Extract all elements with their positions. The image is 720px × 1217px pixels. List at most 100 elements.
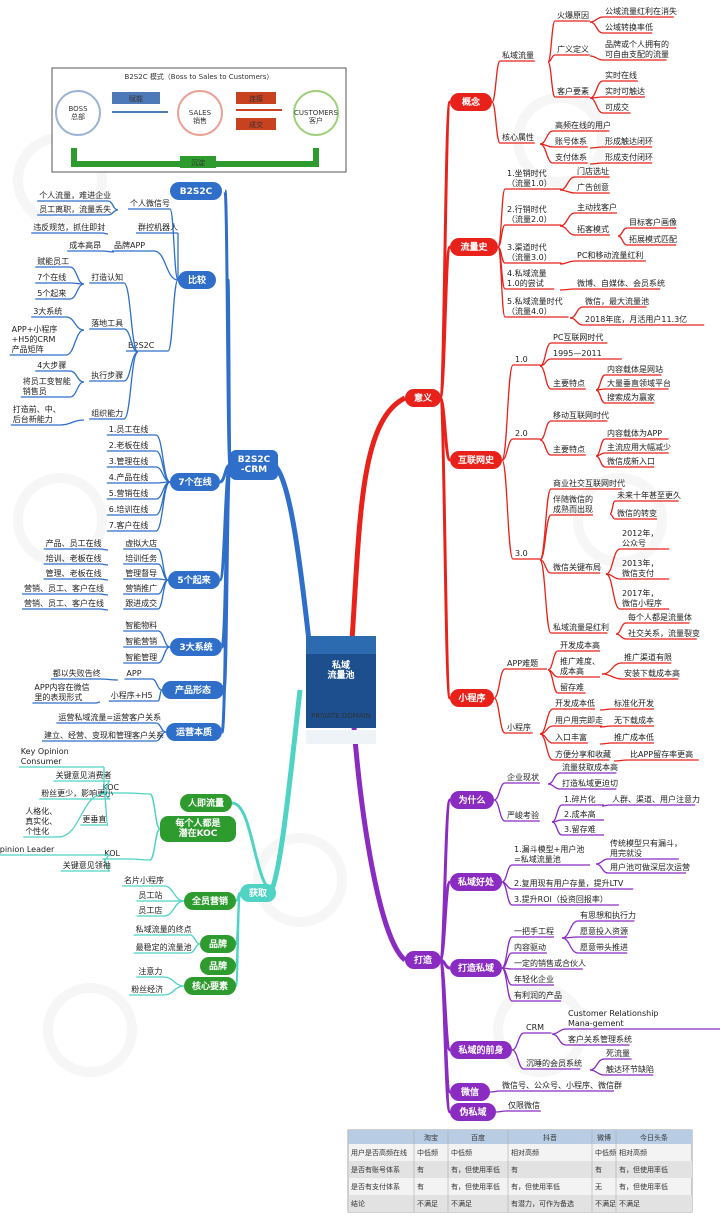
leaf: 可成交 [605, 102, 629, 112]
leaf: 3.留存难 [564, 824, 596, 834]
leaf: 2013年，微信支付 [622, 558, 658, 578]
branch-line [569, 306, 584, 319]
leaf: 无下载成本 [614, 715, 654, 725]
leaf: 培训、老板在线 [46, 553, 102, 563]
node-v2: 2.0 [515, 429, 528, 438]
branch-line [101, 232, 109, 235]
leaf: 跟进成交 [125, 598, 157, 608]
leaf: 都以失败告终 [53, 668, 101, 678]
node-v3: 3.0 [515, 549, 528, 558]
branch-line [99, 578, 109, 581]
leaf: 门店选址 [577, 166, 609, 176]
model-sales-circle [177, 90, 223, 136]
node-xingtai: 产品形态 [175, 684, 211, 696]
branch-line [569, 317, 584, 326]
node-era: 1.坐销时代（流量1.0） [507, 168, 552, 188]
table-header: 抖音 [543, 1133, 557, 1142]
table-cell: 是否有账号体系 [351, 1165, 400, 1174]
leaf: 用户用完即走 [555, 715, 603, 725]
leaf: 一定的销售或合伙人 [514, 958, 586, 968]
leaf: 2017年，微信小程序 [622, 588, 662, 608]
branch-line [501, 438, 514, 461]
branch-line [589, 146, 604, 149]
branch-line [539, 488, 552, 561]
leaf: Key Opinion Leader [0, 845, 55, 854]
leaf: 微信成新入口 [607, 456, 655, 466]
branch-line [605, 573, 621, 610]
leaf: 一把手工程 [514, 926, 554, 936]
branch-line [551, 1028, 567, 1035]
leaf: 安装下载成本高 [624, 668, 680, 678]
node-wei-pill [450, 1103, 496, 1121]
node-qige-pill [170, 473, 220, 491]
branch-line [123, 328, 139, 353]
node-pinpai1: 品牌 [209, 938, 227, 950]
branch-line [559, 189, 576, 194]
branch-line [589, 80, 604, 99]
branch-line [95, 701, 101, 704]
branch-line [589, 1069, 605, 1076]
table-cell: 无 [595, 1183, 602, 1191]
node-era: 5.私域流量时代（流量4.0） [507, 296, 563, 316]
branch-line [615, 633, 627, 640]
node-sanda: 3大系统 [179, 641, 212, 653]
branch-line [151, 678, 163, 691]
node-yunying-pill [166, 723, 222, 741]
leaf: 虚拟大店 [125, 538, 157, 548]
node-era: 2.行销时代（流量2.0） [507, 204, 552, 224]
table-cell: 中低频 [451, 1148, 472, 1157]
node-kehu: 客户要素 [557, 86, 589, 96]
trunk-blue [273, 464, 313, 651]
node-xcx-pill [450, 689, 494, 707]
branch-line [547, 783, 561, 790]
branch-line [491, 60, 501, 103]
leaf: 搜索成为赢家 [607, 392, 655, 402]
leaf: 营销、员工、客户在线 [24, 598, 104, 608]
leaf: 流量获取成本高 [562, 762, 618, 772]
leaf: 严峻考验 [507, 810, 539, 820]
node-guangyi: 广义定义 [557, 44, 589, 54]
table-cell: 有 [417, 1182, 424, 1191]
node-haochu-pill [450, 873, 502, 891]
leaf: 开发成本高 [560, 640, 600, 650]
leaf: 7个在线 [37, 272, 66, 282]
branch-line [547, 61, 556, 98]
leaf: 将员工变智能销售员 [23, 376, 71, 396]
leaf: 运营私域流量=运营客户关系 [58, 712, 161, 722]
leaf: 7.客户在线 [109, 520, 149, 530]
branch-line [438, 396, 452, 700]
leaf: 私域流量是红利 [553, 622, 609, 632]
leaf: 拓客模式 [577, 224, 609, 234]
leaf: PC互联网时代 [553, 332, 603, 342]
leaf: 比APP留存率更高 [630, 749, 693, 759]
table-cell: 有潜力，可作为备选 [511, 1199, 574, 1208]
leaf: 有思想和执行力 [580, 910, 636, 920]
leaf: 推广渠道有限 [624, 652, 672, 662]
node-weixin-pill [450, 1083, 490, 1101]
branch-line [231, 801, 277, 895]
branch-line [511, 1049, 525, 1070]
node-hexin-pill [184, 977, 236, 995]
leaf: 推广难度、成本高 [560, 656, 600, 676]
leaf: 智能物料 [125, 620, 157, 630]
branch-line [501, 364, 514, 461]
node-wei: 伪私域 [458, 1106, 486, 1118]
branch-line [123, 282, 139, 353]
node-koc-label: 每个人都是潜在KOC [175, 817, 221, 839]
branch-line [559, 225, 576, 236]
leaf: 营销、员工、客户在线 [24, 583, 104, 593]
node-weixin: 微信 [460, 1086, 479, 1098]
branch-line [595, 455, 606, 468]
leaf: 2.复用现有用户存量，提升LTV [514, 878, 624, 888]
node-renjiliuliang: 人即流量 [187, 797, 224, 809]
branch-line [163, 985, 185, 996]
node-kol: KOL [104, 849, 120, 858]
leaf: 赋能员工 [37, 256, 69, 266]
leaf: 高频在线的用户 [555, 120, 611, 130]
branch-line [69, 266, 85, 285]
node-quanyuan: 全员营销 [191, 895, 228, 907]
model-bottom-box [180, 156, 216, 168]
leaf: 主动找客户 [577, 202, 617, 212]
leaf: 小程序+H5 [111, 690, 153, 700]
